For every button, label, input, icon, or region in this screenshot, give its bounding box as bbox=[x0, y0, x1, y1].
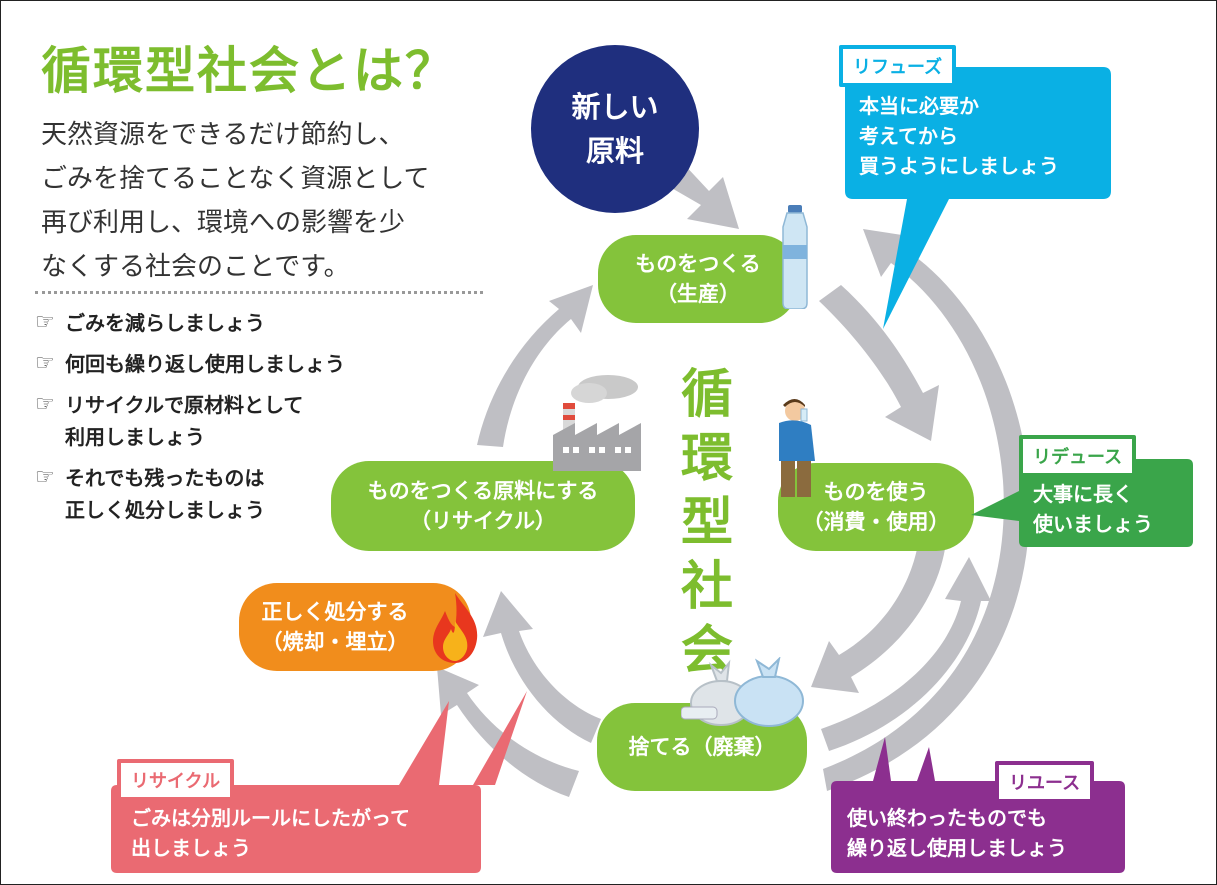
center-title-char: 循 bbox=[680, 365, 733, 425]
tip-line: 利用しましょう bbox=[65, 425, 205, 449]
node-recycle-material: ものをつくる原料にする （リサイクル） bbox=[331, 461, 635, 551]
callout-line: 大事に長く bbox=[1033, 482, 1133, 506]
callout-recycle-body: ごみは分別ルールにしたがって 出しましょう bbox=[131, 803, 410, 863]
callout-reuse-body: 使い終わったものでも 繰り返し使用しましょう bbox=[847, 803, 1067, 863]
factory-icon bbox=[553, 375, 641, 471]
callout-line: 考えてから bbox=[859, 124, 958, 148]
node-produce: ものをつくる （生産） bbox=[598, 235, 798, 323]
callout-line: 繰り返し使用しましょう bbox=[847, 836, 1067, 860]
tip-text: 何回も繰り返し使用しましょう bbox=[65, 348, 345, 380]
raw-material-line: 原料 bbox=[585, 134, 644, 168]
callout-reduce-tag: リデュース bbox=[1019, 435, 1137, 477]
callout-reduce-shape bbox=[971, 459, 1193, 547]
node-line: （生産） bbox=[656, 282, 740, 306]
pointing-hand-icon: ☞ bbox=[35, 392, 55, 417]
node-line: （リサイクル） bbox=[410, 509, 556, 533]
arrow-dispose-to-recycle bbox=[483, 591, 601, 743]
lead-line: ごみを捨てることなく資源として bbox=[41, 164, 430, 194]
callout-line: 買うようにしましょう bbox=[859, 154, 1059, 178]
node-line: ものをつくる bbox=[635, 252, 761, 276]
tip-text: リサイクルで原材料として 利用しましょう bbox=[65, 389, 303, 453]
page-title: 循環型社会とは？ bbox=[41, 42, 457, 100]
callout-reuse-tag: リユース bbox=[995, 761, 1095, 803]
tip-item: ☞ それでも残ったものは 正しく処分しましょう bbox=[35, 462, 475, 526]
tip-item: ☞ 何回も繰り返し使用しましょう bbox=[35, 348, 475, 380]
lead-line: 再び利用し、環境への影響を少 bbox=[41, 208, 406, 238]
callout-reduce-body: 大事に長く 使いましょう bbox=[1033, 479, 1153, 539]
lead-text: 天然資源をできるだけ節約し、 ごみを捨てることなく資源として 再び利用し、環境へ… bbox=[41, 113, 471, 289]
dotted-divider bbox=[35, 291, 483, 294]
callout-recycle: リサイクル ごみは分別ルールにしたがって 出しましょう bbox=[109, 691, 529, 877]
node-proper-disposal: 正しく処分する （焼却・埋立） bbox=[239, 583, 471, 671]
callout-refuse-body: 本当に必要か 考えてから 買うようにしましょう bbox=[859, 91, 1059, 181]
garbage-bag-icon bbox=[681, 657, 804, 727]
callout-refuse-tag: リフューズ bbox=[839, 45, 957, 87]
pointing-hand-icon: ☞ bbox=[35, 310, 55, 335]
arrow-produce-to-use bbox=[819, 285, 939, 441]
callout-reuse-shape bbox=[831, 737, 1125, 873]
new-raw-material-circle: 新しい 原料 bbox=[531, 45, 699, 213]
callout-recycle-tag: リサイクル bbox=[117, 759, 235, 801]
callout-refuse: リフューズ 本当に必要か 考えてから 買うようにしましょう bbox=[839, 41, 1113, 329]
lead-line: なくする社会のことです。 bbox=[41, 252, 350, 282]
lead-line: 天然資源をできるだけ節約し、 bbox=[41, 120, 405, 150]
center-title-char: 環 bbox=[680, 429, 733, 489]
tip-text: ごみを減らしましょう bbox=[65, 307, 265, 339]
node-line: （消費・使用） bbox=[802, 510, 950, 534]
tip-line: 正しく処分しましょう bbox=[65, 498, 265, 522]
center-title-char: 社 bbox=[680, 557, 733, 617]
tip-text: それでも残ったものは 正しく処分しましょう bbox=[65, 462, 265, 526]
water-bottle-icon bbox=[782, 205, 808, 309]
tip-line: それでも残ったものは bbox=[65, 466, 265, 490]
tip-line: 何回も繰り返し使用しましょう bbox=[65, 352, 345, 376]
tip-item: ☞ ごみを減らしましょう bbox=[35, 307, 475, 339]
person-drinking-icon bbox=[779, 399, 815, 497]
arrow-dispose-to-disposal bbox=[437, 667, 579, 797]
callout-reuse: リユース 使い終わったものでも 繰り返し使用しましょう bbox=[829, 737, 1129, 877]
callout-reduce: リデュース 大事に長く 使いましょう bbox=[935, 435, 1197, 555]
center-title: 循 環 型 社 会 bbox=[676, 363, 738, 683]
tips-list: ☞ ごみを減らしましょう ☞ 何回も繰り返し使用しましょう ☞ リサイクルで原材… bbox=[35, 307, 475, 535]
pointing-hand-icon: ☞ bbox=[35, 465, 55, 490]
center-title-char: 型 bbox=[680, 493, 733, 553]
tip-item: ☞ リサイクルで原材料として 利用しましょう bbox=[35, 389, 475, 453]
arrow-reuse-outer bbox=[823, 229, 1030, 791]
arrow-recycle-to-produce bbox=[477, 285, 593, 447]
arrow-use-to-dispose bbox=[811, 549, 945, 693]
callout-line: 出しましょう bbox=[131, 836, 251, 860]
node-line: ものを使う bbox=[823, 480, 929, 504]
callout-refuse-shape bbox=[845, 67, 1111, 329]
callout-line: 本当に必要か bbox=[859, 94, 979, 118]
node-line: 正しく処分する bbox=[261, 600, 409, 624]
fire-icon bbox=[433, 593, 478, 663]
callout-line: ごみは分別ルールにしたがって bbox=[131, 806, 410, 830]
tip-line: リサイクルで原材料として bbox=[65, 393, 304, 417]
node-line: 捨てる（廃棄） bbox=[628, 735, 776, 759]
raw-material-line: 新しい bbox=[571, 90, 659, 124]
pointing-hand-icon: ☞ bbox=[35, 351, 55, 376]
node-line: ものをつくる原料にする bbox=[367, 479, 599, 503]
tip-line: ごみを減らしましょう bbox=[65, 311, 265, 335]
callout-line: 使い終わったものでも bbox=[847, 806, 1047, 830]
arrow-reuse-inner bbox=[821, 557, 991, 751]
node-line: （焼却・埋立） bbox=[261, 630, 409, 654]
callout-recycle-shape bbox=[111, 691, 527, 873]
callout-line: 使いましょう bbox=[1033, 512, 1153, 536]
